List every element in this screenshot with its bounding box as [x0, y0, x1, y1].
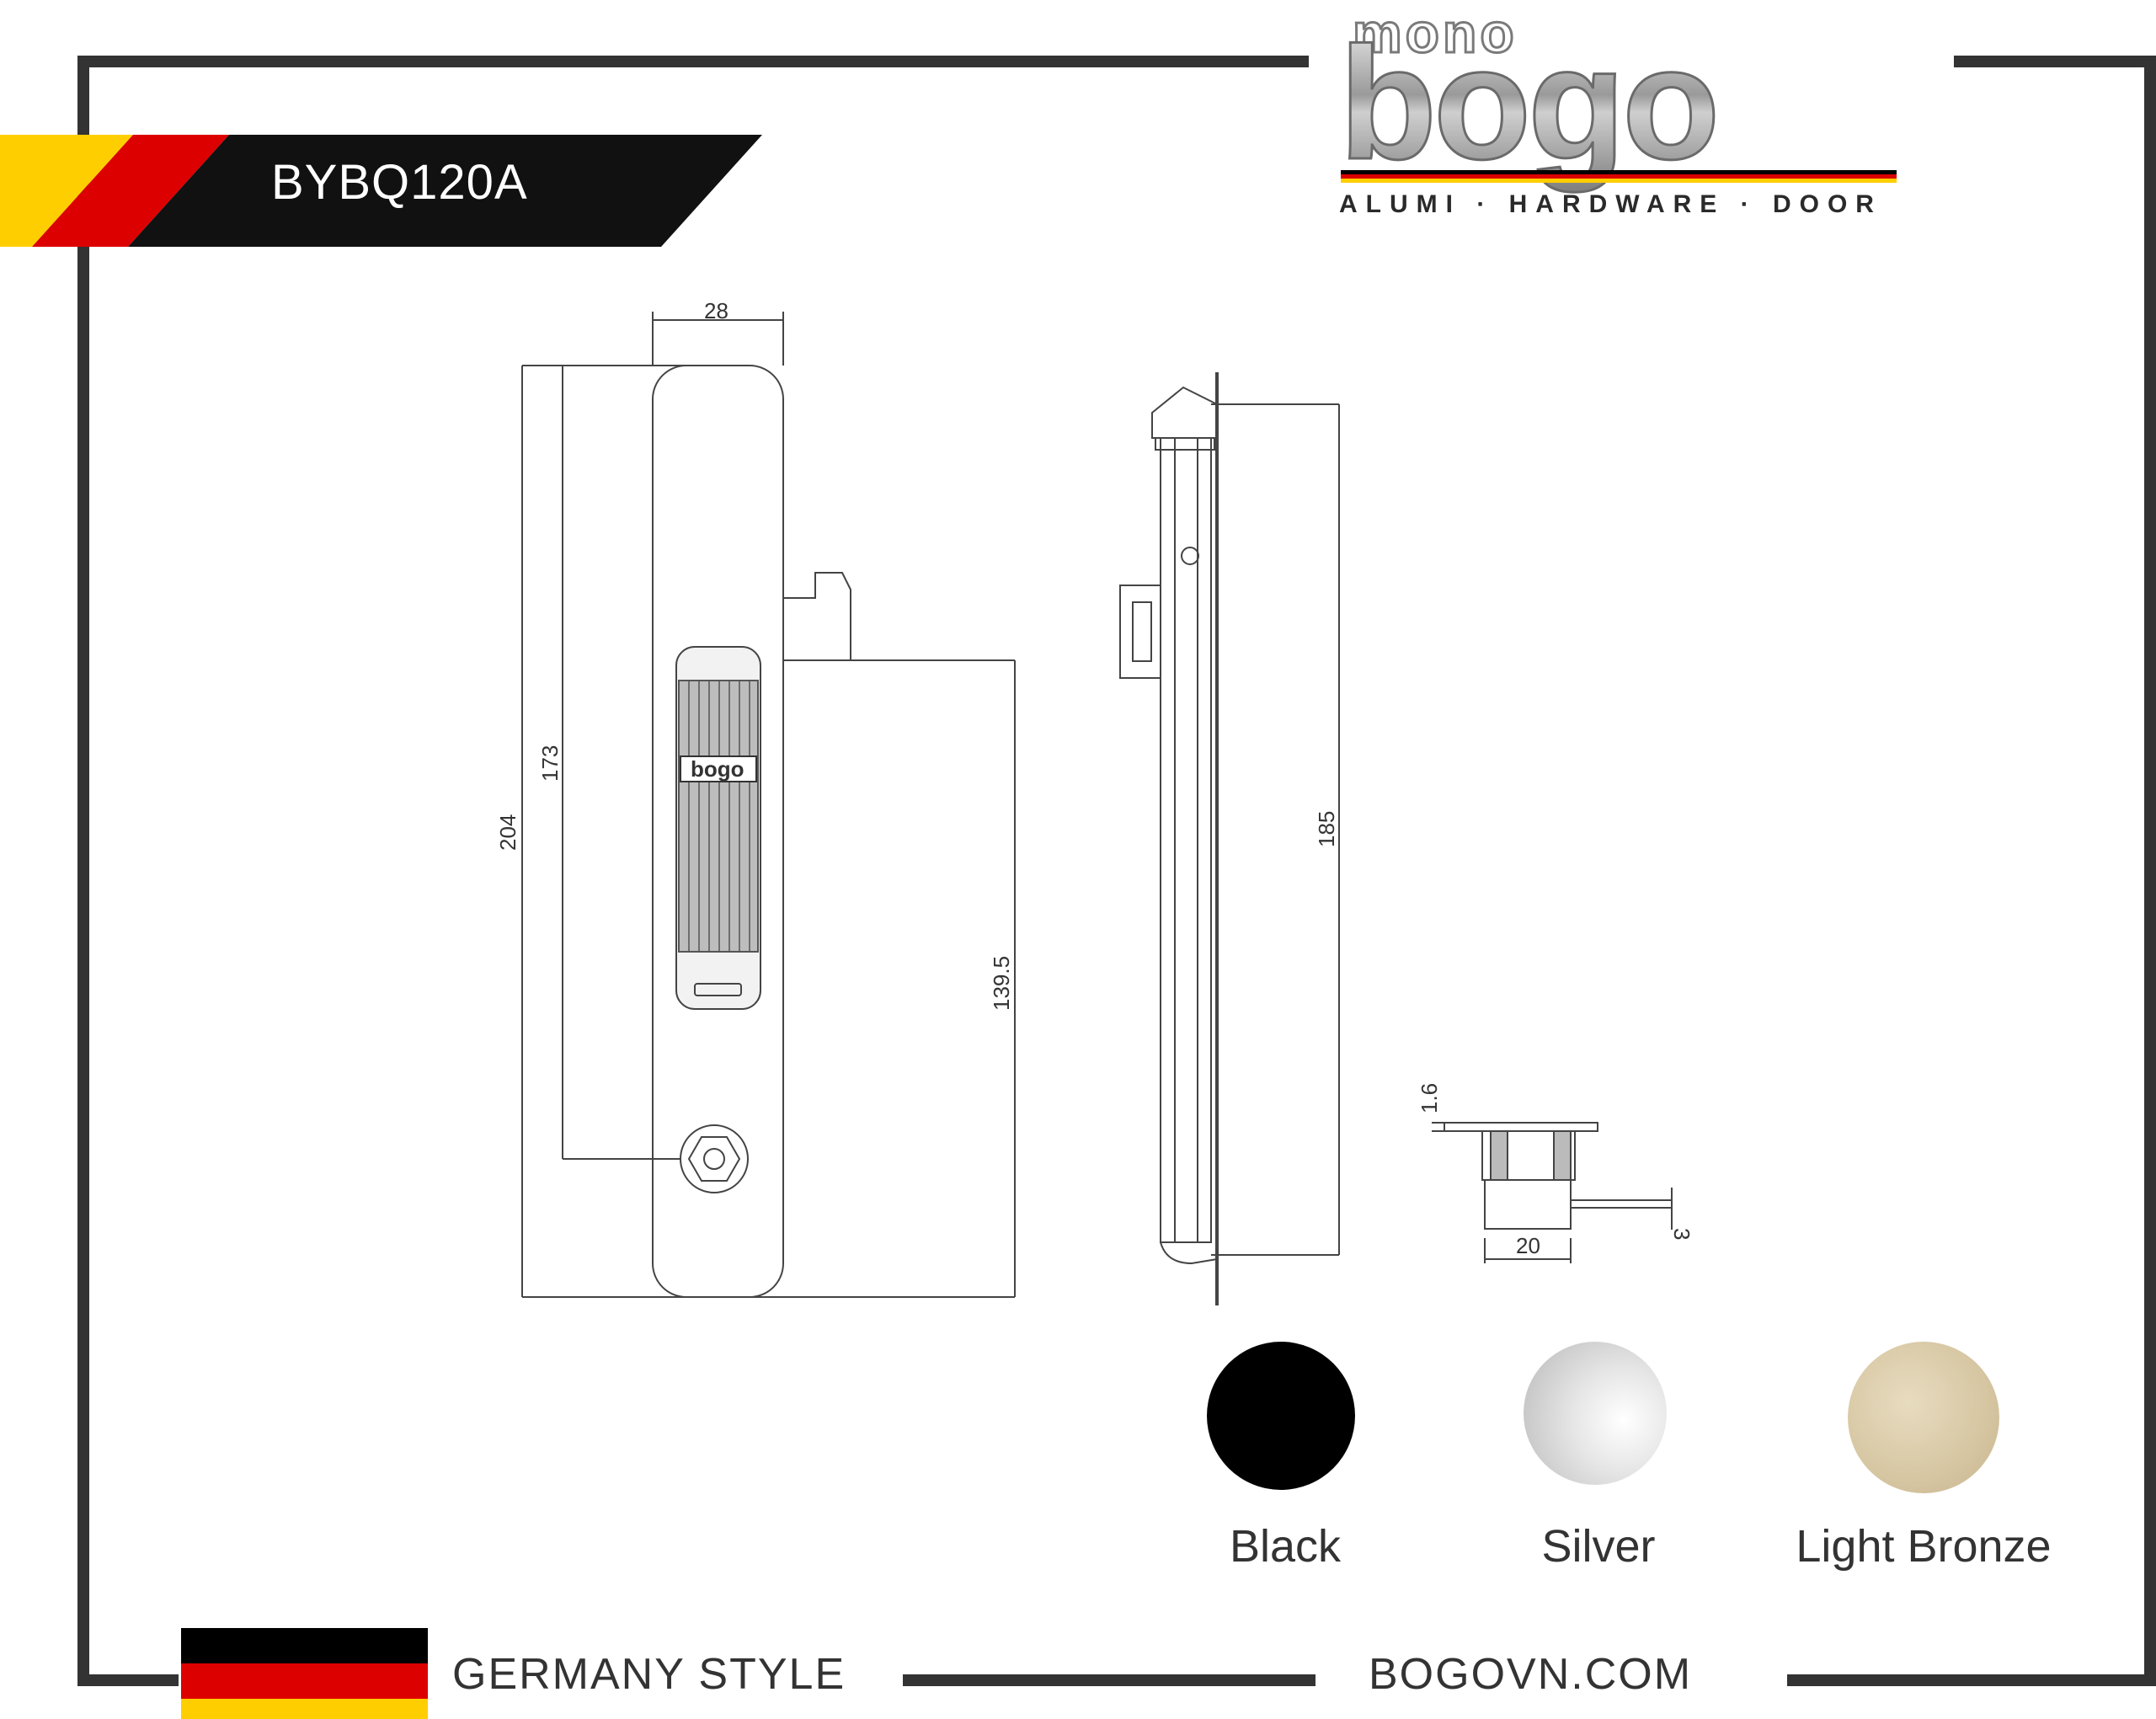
dim-height-139-5: 139.5: [989, 956, 1014, 1011]
front-handle-logo: bogo: [691, 756, 744, 782]
logo-tagline: ALUMI · HARDWARE · DOOR: [1339, 190, 1882, 218]
front-lock-nut: [687, 1136, 741, 1182]
frame-bottom-right: [1787, 1674, 2156, 1686]
mono-bogo-logo: mono bogo: [1338, 1, 1897, 195]
front-grip-logo-plate: [680, 755, 757, 782]
footer-flag-gold: [181, 1699, 428, 1719]
dim-height-204: 204: [495, 814, 520, 851]
dim-offset-3: 3: [1669, 1228, 1694, 1240]
logo-flag-red: [1341, 174, 1897, 179]
dim-width-20: 20: [1516, 1233, 1540, 1258]
frame-right: [2144, 56, 2156, 1686]
banner-black-body: [128, 135, 762, 247]
side-latch-box: [1119, 585, 1161, 679]
germany-style-text: GERMANY STYLE: [452, 1650, 846, 1699]
logo-flag-gold: [1341, 179, 1897, 183]
dim-width-28: 28: [704, 298, 728, 323]
swatch-black: [1207, 1342, 1355, 1490]
front-grip-slot: [694, 983, 742, 996]
section-lower-body: [1484, 1179, 1572, 1230]
frame-left: [77, 56, 89, 1686]
swatch-label-black: Black: [1229, 1521, 1342, 1572]
side-top-cap: [1151, 386, 1218, 439]
swatch-label-silver: Silver: [1541, 1521, 1656, 1572]
swatch-light-bronze: [1848, 1342, 1999, 1493]
section-plate: [1444, 1122, 1598, 1132]
banner-gold-stripe: [0, 135, 133, 247]
banner-red-stripe: [32, 135, 229, 247]
frame-bottom-mid: [903, 1674, 1315, 1686]
logo-mono-text: mono: [1353, 2, 1518, 64]
side-body: [1160, 437, 1212, 1243]
dim-height-185: 185: [1314, 811, 1339, 847]
model-code: BYBQ120A: [271, 155, 528, 210]
front-hook: [783, 572, 851, 661]
front-grip-ribs: [678, 680, 759, 953]
swatch-silver: [1524, 1342, 1667, 1485]
dim-height-173: 173: [537, 745, 563, 782]
logo-bogo-text: bogo: [1339, 14, 1716, 193]
model-banner: [0, 135, 762, 247]
frame-top-right: [1954, 56, 2156, 67]
frame-top-left: [77, 56, 1309, 67]
footer-flag-red: [181, 1663, 428, 1699]
front-grip-rib-lines: [688, 681, 750, 952]
logo-flag-black: [1341, 170, 1897, 174]
side-bottom-cap: [1160, 1241, 1218, 1265]
front-lock-cylinder: [680, 1124, 749, 1193]
frame-bottom-left: [77, 1674, 179, 1686]
website-link[interactable]: BOGOVN.COM: [1369, 1650, 1693, 1699]
front-lock-core: [703, 1148, 725, 1170]
dim-thickness-1-6: 1.6: [1417, 1083, 1442, 1113]
footer-flag-black: [181, 1628, 428, 1663]
side-screw-hole: [1181, 547, 1199, 565]
swatch-label-light-bronze: Light Bronze: [1796, 1521, 2052, 1572]
